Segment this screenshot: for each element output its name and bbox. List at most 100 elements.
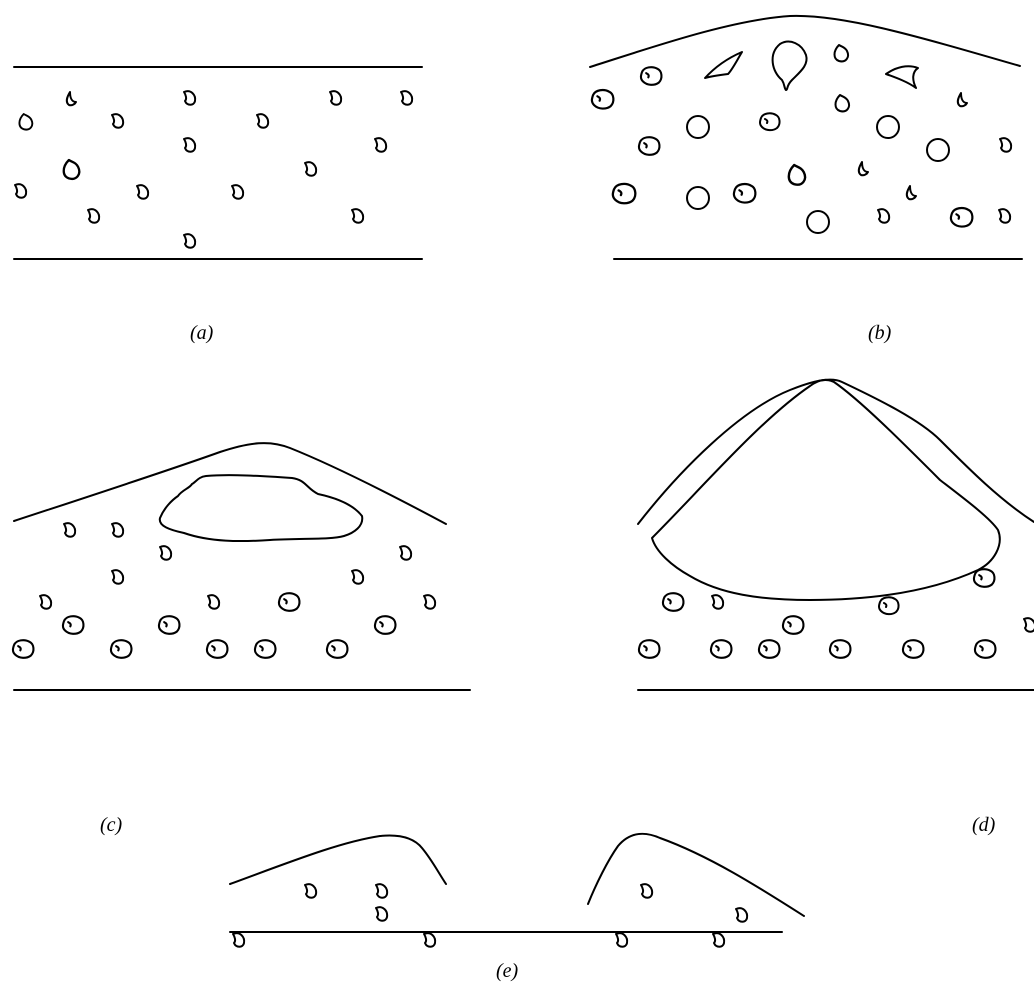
grain	[711, 640, 732, 658]
grain	[15, 184, 26, 198]
grain	[616, 933, 627, 947]
grain	[734, 184, 756, 203]
grain	[375, 138, 386, 152]
panel-b-grains	[592, 42, 1011, 233]
grain	[111, 640, 132, 658]
panel-a: (a)	[14, 67, 422, 344]
panel-d-inner-dome	[652, 380, 1000, 600]
grain	[63, 616, 84, 634]
grain	[233, 933, 244, 947]
grain	[352, 570, 363, 584]
grain	[877, 116, 899, 138]
grain	[712, 595, 723, 609]
grain	[112, 114, 123, 128]
grain	[592, 90, 614, 109]
panel-b-caption: (b)	[868, 322, 892, 344]
grain	[859, 162, 868, 175]
grain	[641, 67, 662, 85]
grain	[927, 139, 949, 161]
grain	[184, 91, 195, 105]
grain	[878, 209, 889, 223]
panel-c-grains	[13, 523, 435, 658]
grain	[137, 185, 148, 199]
grain	[613, 184, 635, 203]
grain	[159, 616, 180, 634]
grain	[687, 116, 709, 138]
grain	[305, 884, 316, 898]
grain	[974, 569, 995, 587]
panel-a-grains	[15, 91, 412, 248]
grain	[376, 884, 387, 898]
grain	[19, 114, 32, 130]
grain	[999, 209, 1010, 223]
grain	[184, 138, 195, 152]
grain	[836, 95, 850, 111]
panel-b-upper-surface	[590, 16, 1020, 67]
grain	[401, 91, 412, 105]
panel-e: (e)	[230, 834, 804, 982]
panel-e-caption: (e)	[496, 960, 519, 982]
grain	[783, 616, 804, 634]
grain	[951, 208, 973, 227]
grain	[64, 160, 80, 179]
grain	[208, 595, 219, 609]
panel-e-grains	[233, 884, 747, 947]
grain	[305, 162, 316, 176]
panel-c: (c)	[13, 443, 470, 836]
grain	[64, 523, 75, 537]
grain	[424, 933, 435, 947]
grain	[773, 42, 807, 90]
grain	[759, 640, 780, 658]
grain	[255, 640, 276, 658]
grain	[160, 546, 171, 560]
grain	[835, 45, 849, 61]
grain	[639, 137, 660, 155]
grain	[687, 187, 709, 209]
grain	[376, 907, 387, 921]
panel-e-right-mound	[588, 834, 804, 916]
grain	[958, 93, 967, 106]
panel-c-cavity	[160, 475, 362, 541]
grain	[327, 640, 348, 658]
grain	[975, 640, 996, 658]
grain	[713, 933, 724, 947]
panel-d-caption: (d)	[972, 814, 996, 836]
grain	[88, 209, 99, 223]
grain	[375, 616, 396, 634]
grain	[903, 640, 924, 658]
grain	[257, 114, 268, 128]
grain	[807, 211, 829, 233]
grain	[1000, 138, 1011, 152]
grain	[352, 209, 363, 223]
grain	[886, 66, 918, 88]
grain	[40, 595, 51, 609]
grain	[789, 165, 805, 185]
grain	[279, 593, 300, 611]
panel-b: (b)	[590, 16, 1022, 344]
grain	[424, 595, 435, 609]
grain	[830, 640, 851, 658]
grain	[112, 523, 123, 537]
grain	[736, 908, 747, 922]
grain	[112, 570, 123, 584]
grain	[207, 640, 228, 658]
grain	[879, 597, 899, 614]
panel-d-outer-surface	[638, 380, 1034, 524]
grain	[1024, 618, 1034, 632]
panel-c-upper-surface	[14, 443, 446, 524]
grain	[663, 593, 684, 611]
grain	[705, 52, 742, 78]
panel-d-grains	[639, 569, 1034, 658]
grain	[232, 185, 243, 199]
grain	[641, 884, 652, 898]
grain	[13, 640, 34, 658]
panel-e-left-mound	[230, 836, 446, 885]
grain	[907, 186, 916, 199]
grain	[184, 234, 195, 248]
grain	[67, 92, 76, 105]
grain	[330, 91, 341, 105]
panel-d: (d)	[638, 380, 1034, 836]
grain	[639, 640, 660, 658]
grain	[400, 546, 411, 560]
